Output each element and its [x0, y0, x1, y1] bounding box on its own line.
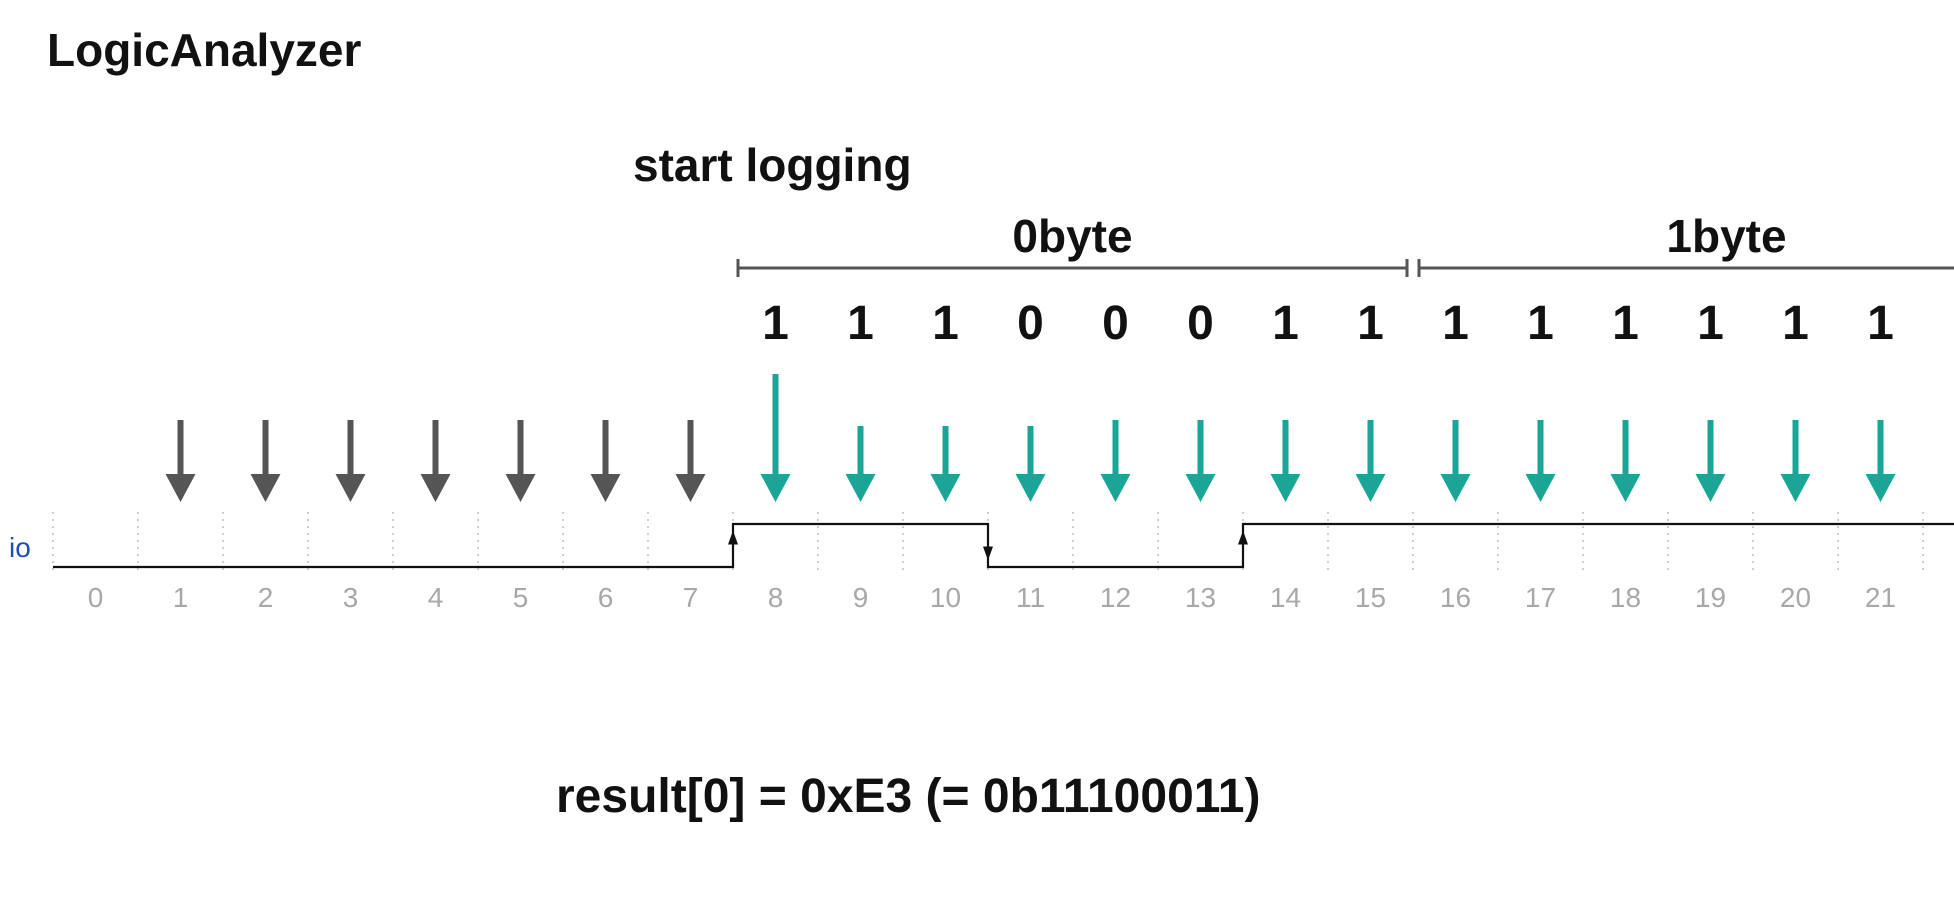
- bit-sample-arrow-shaft: [1197, 420, 1204, 475]
- bit-sample-arrow: [1865, 474, 1896, 502]
- bit-value: 1: [1357, 297, 1384, 350]
- io-waveform: [53, 522, 1954, 569]
- tick-label: 20: [1780, 582, 1811, 613]
- idle-sample-arrow: [505, 474, 536, 502]
- idle-sample-arrow-shaft: [347, 420, 354, 475]
- tick-label: 15: [1355, 582, 1386, 613]
- bit-sample-arrow-shaft: [1027, 426, 1034, 475]
- tick-label: 7: [683, 582, 699, 613]
- rising-edge-marker: [1238, 530, 1248, 545]
- waveform-line: [53, 522, 1954, 569]
- tick-label: 16: [1440, 582, 1471, 613]
- bit-sample-arrow: [1610, 474, 1641, 502]
- tick-label: 19: [1695, 582, 1726, 613]
- bit-value: 1: [762, 297, 789, 350]
- tick-label: 3: [343, 582, 359, 613]
- rising-edge-marker: [728, 530, 738, 545]
- idle-sample-arrow-shaft: [177, 420, 184, 475]
- bit-sample-arrow-shaft: [1452, 420, 1459, 475]
- start-logging-label: start logging: [633, 139, 912, 191]
- bit-value: 1: [1527, 297, 1554, 350]
- idle-sample-arrow-shaft: [262, 420, 269, 475]
- tick-label: 14: [1270, 582, 1301, 613]
- bit-sample-arrow: [1100, 474, 1131, 502]
- falling-edge-marker: [983, 546, 993, 561]
- bit-sample-arrow: [1270, 474, 1301, 502]
- tick-label: 10: [930, 582, 961, 613]
- byte-label: 0byte: [1012, 210, 1132, 262]
- bit-sample-arrow: [1015, 474, 1046, 502]
- tick-label: 11: [1016, 582, 1045, 613]
- tick-label: 21: [1865, 582, 1896, 613]
- idle-sample-arrow-shaft: [432, 420, 439, 475]
- idle-sample-arrow: [165, 474, 196, 502]
- bit-sample-arrow-shaft: [1537, 420, 1544, 475]
- bit-sample-arrow: [1440, 474, 1471, 502]
- bit-sample-arrow: [1355, 474, 1386, 502]
- tick-label: 5: [513, 582, 529, 613]
- bit-value: 1: [1272, 297, 1299, 350]
- bit-value: 1: [1442, 297, 1469, 350]
- bit-sample-arrow: [1525, 474, 1556, 502]
- idle-sample-arrow-shaft: [687, 420, 694, 475]
- idle-sample-arrow-shaft: [602, 420, 609, 475]
- bit-value: 1: [1867, 297, 1894, 350]
- bit-sample-arrow-shaft: [1282, 420, 1289, 475]
- idle-sample-arrow: [590, 474, 621, 502]
- tick-label: 17: [1525, 582, 1556, 613]
- bit-sample-arrow: [1780, 474, 1811, 502]
- signal-name-io: io: [9, 532, 31, 563]
- tick-label: 0: [88, 582, 104, 613]
- bit-value: 0: [1102, 297, 1129, 350]
- tick-labels: 01234567891011121314151617181920212: [88, 582, 1896, 613]
- tick-label: 4: [428, 582, 444, 613]
- tick-label: 18: [1610, 582, 1641, 613]
- idle-sample-arrow: [335, 474, 366, 502]
- bit-labels: 1 1 1 0 0 0 1 1 1 1 1 1 1 1: [762, 297, 1894, 350]
- bit-sample-arrow-shaft: [1622, 420, 1629, 475]
- bit-sample-arrow-shaft: [772, 374, 779, 475]
- bit-sample-arrow-shaft: [1707, 420, 1714, 475]
- idle-sample-arrow: [420, 474, 451, 502]
- bit-sample-arrow-shaft: [857, 426, 864, 475]
- bit-value: 1: [847, 297, 874, 350]
- bit-sample-arrow-shaft: [942, 426, 949, 475]
- sample-arrows: [165, 374, 1896, 502]
- bit-value: 1: [1697, 297, 1724, 350]
- byte-brackets: 0byte 1byte: [736, 210, 1954, 277]
- bit-sample-arrow-shaft: [1367, 420, 1374, 475]
- tick-label: 8: [768, 582, 784, 613]
- bit-value: 1: [932, 297, 959, 350]
- bit-value: 0: [1017, 297, 1044, 350]
- idle-sample-arrow-shaft: [517, 420, 524, 475]
- bit-sample-arrow: [930, 474, 961, 502]
- tick-label: 6: [598, 582, 614, 613]
- bit-value: 1: [1612, 297, 1639, 350]
- bit-sample-arrow: [760, 474, 791, 502]
- tick-label: 1: [173, 582, 189, 613]
- bit-value: 0: [1187, 297, 1214, 350]
- diagram-title: LogicAnalyzer: [47, 24, 362, 76]
- bit-sample-arrow-shaft: [1877, 420, 1884, 475]
- result-label: result[0] = 0xE3 (= 0b11100011): [556, 770, 1260, 823]
- bit-sample-arrow: [1695, 474, 1726, 502]
- idle-sample-arrow: [250, 474, 281, 502]
- bit-sample-arrow-shaft: [1792, 420, 1799, 475]
- bit-sample-arrow-shaft: [1112, 420, 1119, 475]
- bit-sample-arrow: [845, 474, 876, 502]
- tick-label: 13: [1185, 582, 1216, 613]
- tick-label: 2: [258, 582, 274, 613]
- bit-sample-arrow: [1185, 474, 1216, 502]
- bit-value: 1: [1782, 297, 1809, 350]
- byte-label: 1byte: [1666, 210, 1786, 262]
- tick-label: 12: [1100, 582, 1131, 613]
- tick-label: 9: [853, 582, 869, 613]
- idle-sample-arrow: [675, 474, 706, 502]
